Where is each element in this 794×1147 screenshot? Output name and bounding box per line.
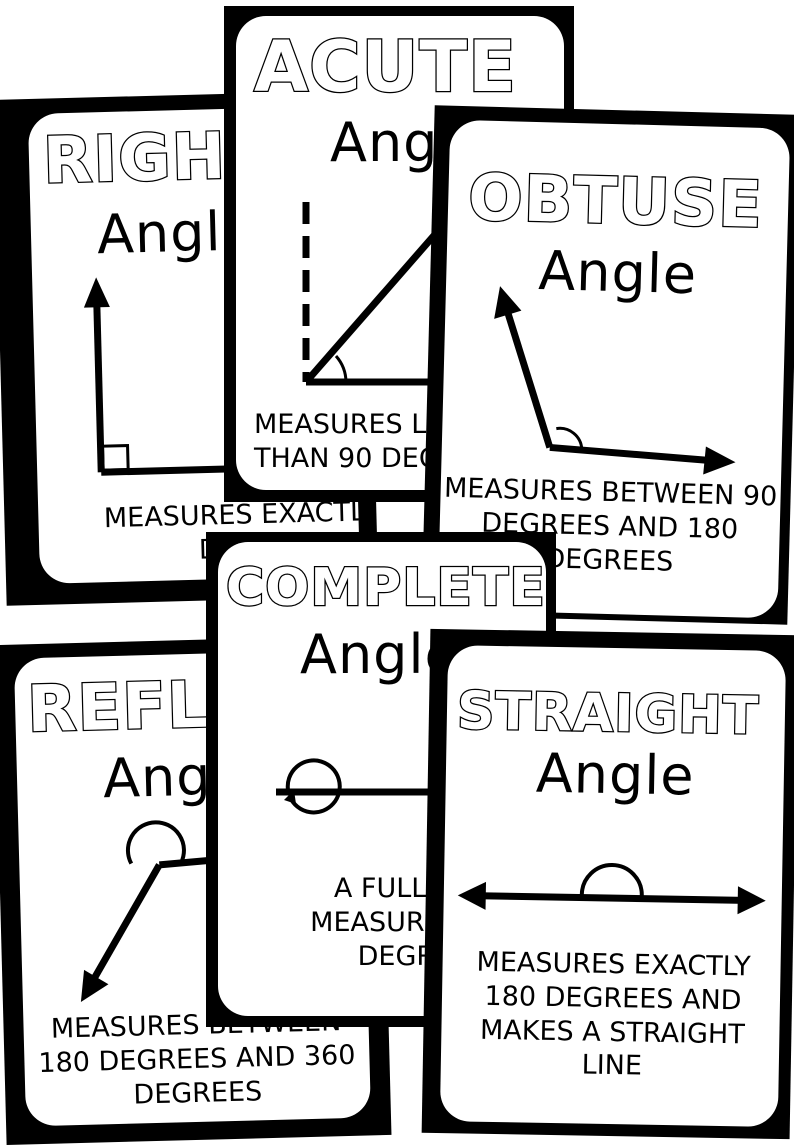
card-title: COMPLETE: [225, 558, 546, 618]
card-straight-angle: STRAIGHT Angle MEASURES EXACTLY 180 DEGR…: [421, 628, 794, 1140]
card-face: OBTUSE Angle MEASURES BETWEEN 90 DEGREES…: [437, 119, 791, 619]
card-face: STRAIGHT Angle MEASURES EXACTLY 180 DEGR…: [439, 645, 787, 1127]
card-description: MEASURES EXACTLY 180 DEGREES AND MAKES A…: [476, 946, 751, 1082]
card-obtuse-angle: OBTUSE Angle MEASURES BETWEEN 90 DEGREES…: [421, 105, 794, 625]
straight-angle-diagram: [457, 863, 766, 915]
card-title: ACUTE: [253, 26, 517, 108]
obtuse-angle-diagram: [494, 286, 736, 475]
